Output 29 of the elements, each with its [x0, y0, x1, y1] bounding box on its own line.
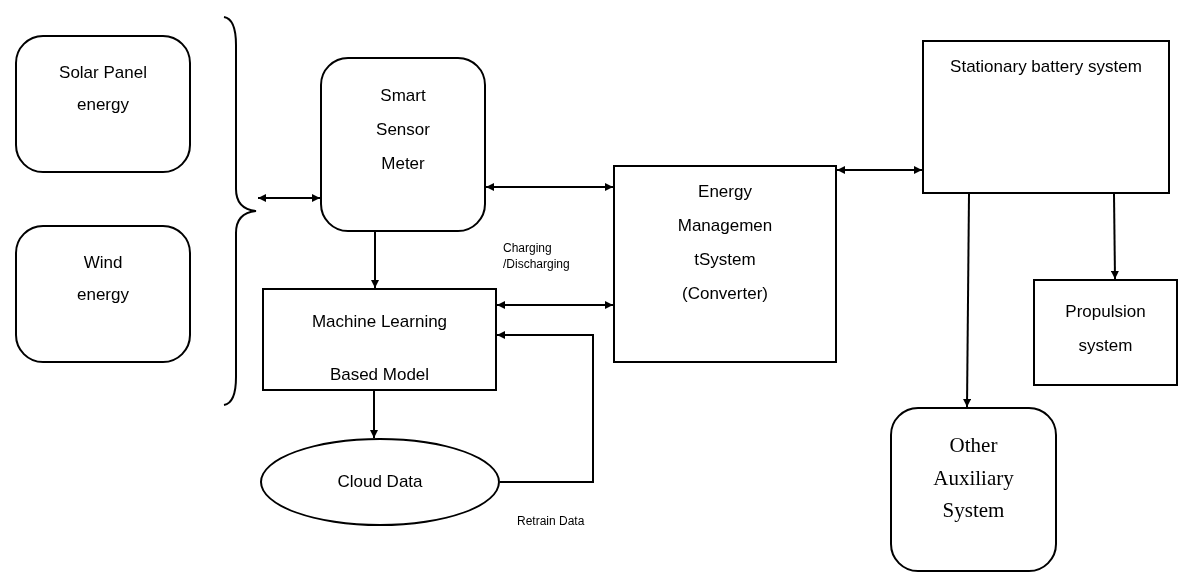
rounded-box [320, 57, 486, 232]
rounded-box [890, 407, 1057, 572]
node-label: Wind energy [76, 252, 130, 307]
process-box [613, 165, 837, 363]
arrow [485, 183, 614, 191]
arrow [371, 231, 379, 289]
process-box [922, 40, 1170, 194]
arrow [963, 193, 972, 408]
node-label: Cloud Data [337, 471, 423, 494]
arrow [1110, 193, 1119, 280]
arrow [496, 301, 614, 309]
node-label: Other Auxiliary System [932, 432, 1015, 525]
node-label: Smart Sensor Meter [375, 85, 431, 175]
process-box [262, 288, 497, 391]
rounded-box [15, 35, 191, 173]
node-label: Machine Learning Based Model [310, 311, 449, 386]
node-label: Energy Managemen tSystem (Converter) [676, 181, 774, 305]
arrow [370, 390, 378, 439]
node-label: Propulsion system [1064, 301, 1147, 357]
curly-brace [222, 15, 258, 407]
rounded-box [15, 225, 191, 363]
node-label: Solar Panel energy [58, 62, 148, 117]
annotation-text: Retrain Data [517, 513, 586, 530]
arrow [836, 166, 923, 174]
annotation-text: Charging /Discharging [503, 240, 571, 273]
node-label: Stationary battery system [950, 56, 1142, 78]
arrow [496, 331, 594, 483]
arrow [257, 194, 321, 202]
process-box [1033, 279, 1178, 386]
